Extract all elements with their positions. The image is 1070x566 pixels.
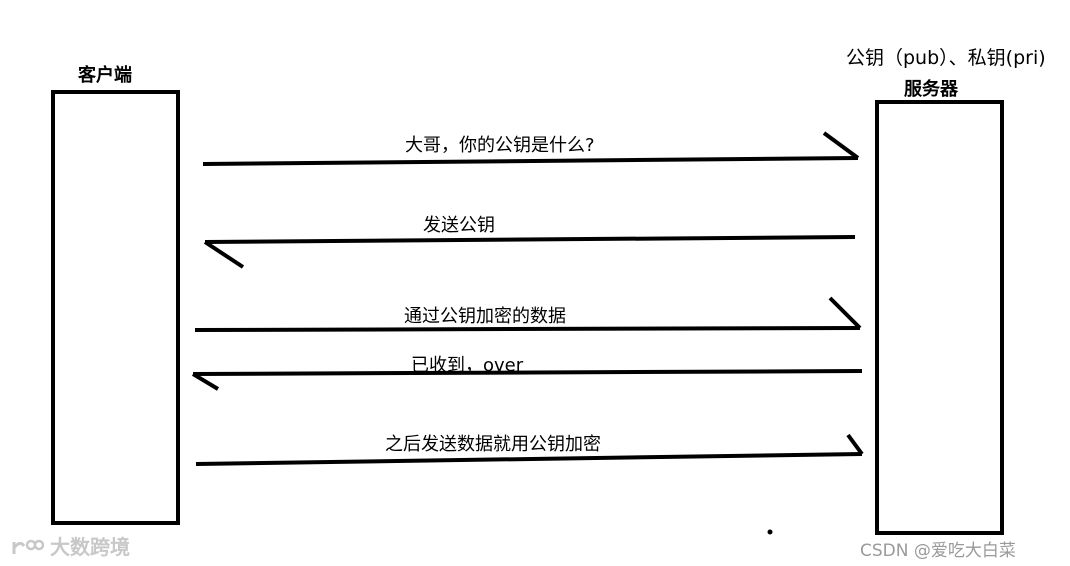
message-label-3: 通过公钥加密的数据 — [404, 306, 566, 327]
arrow-request-public-key — [202, 131, 860, 166]
message-label-2: 发送公钥 — [423, 215, 495, 236]
server-keys-note: 公钥（pub）、私钥(pri) — [846, 47, 1046, 69]
arrow-future-encrypted — [195, 433, 864, 466]
client-label: 客户端 — [78, 65, 132, 86]
arrow-encrypted-data — [194, 296, 862, 332]
arrow-ack-over — [191, 369, 863, 391]
message-label-4: 已收到，over — [411, 355, 524, 376]
client-lifeline-box — [51, 90, 180, 525]
message-label-5: 之后发送数据就用公钥加密 — [385, 434, 601, 455]
watermark-left-text: 大数跨境 — [50, 535, 130, 559]
watermark-left: 大数跨境 — [10, 531, 130, 560]
message-label-1: 大哥，你的公钥是什么? — [405, 135, 595, 156]
server-label: 服务器 — [904, 79, 958, 100]
server-lifeline-box — [875, 100, 1004, 535]
watermark-logo-icon — [12, 539, 44, 554]
watermark-right: CSDN @爱吃大白菜 — [860, 541, 1016, 561]
stray-dot — [767, 529, 773, 535]
arrow-send-public-key — [203, 235, 856, 269]
